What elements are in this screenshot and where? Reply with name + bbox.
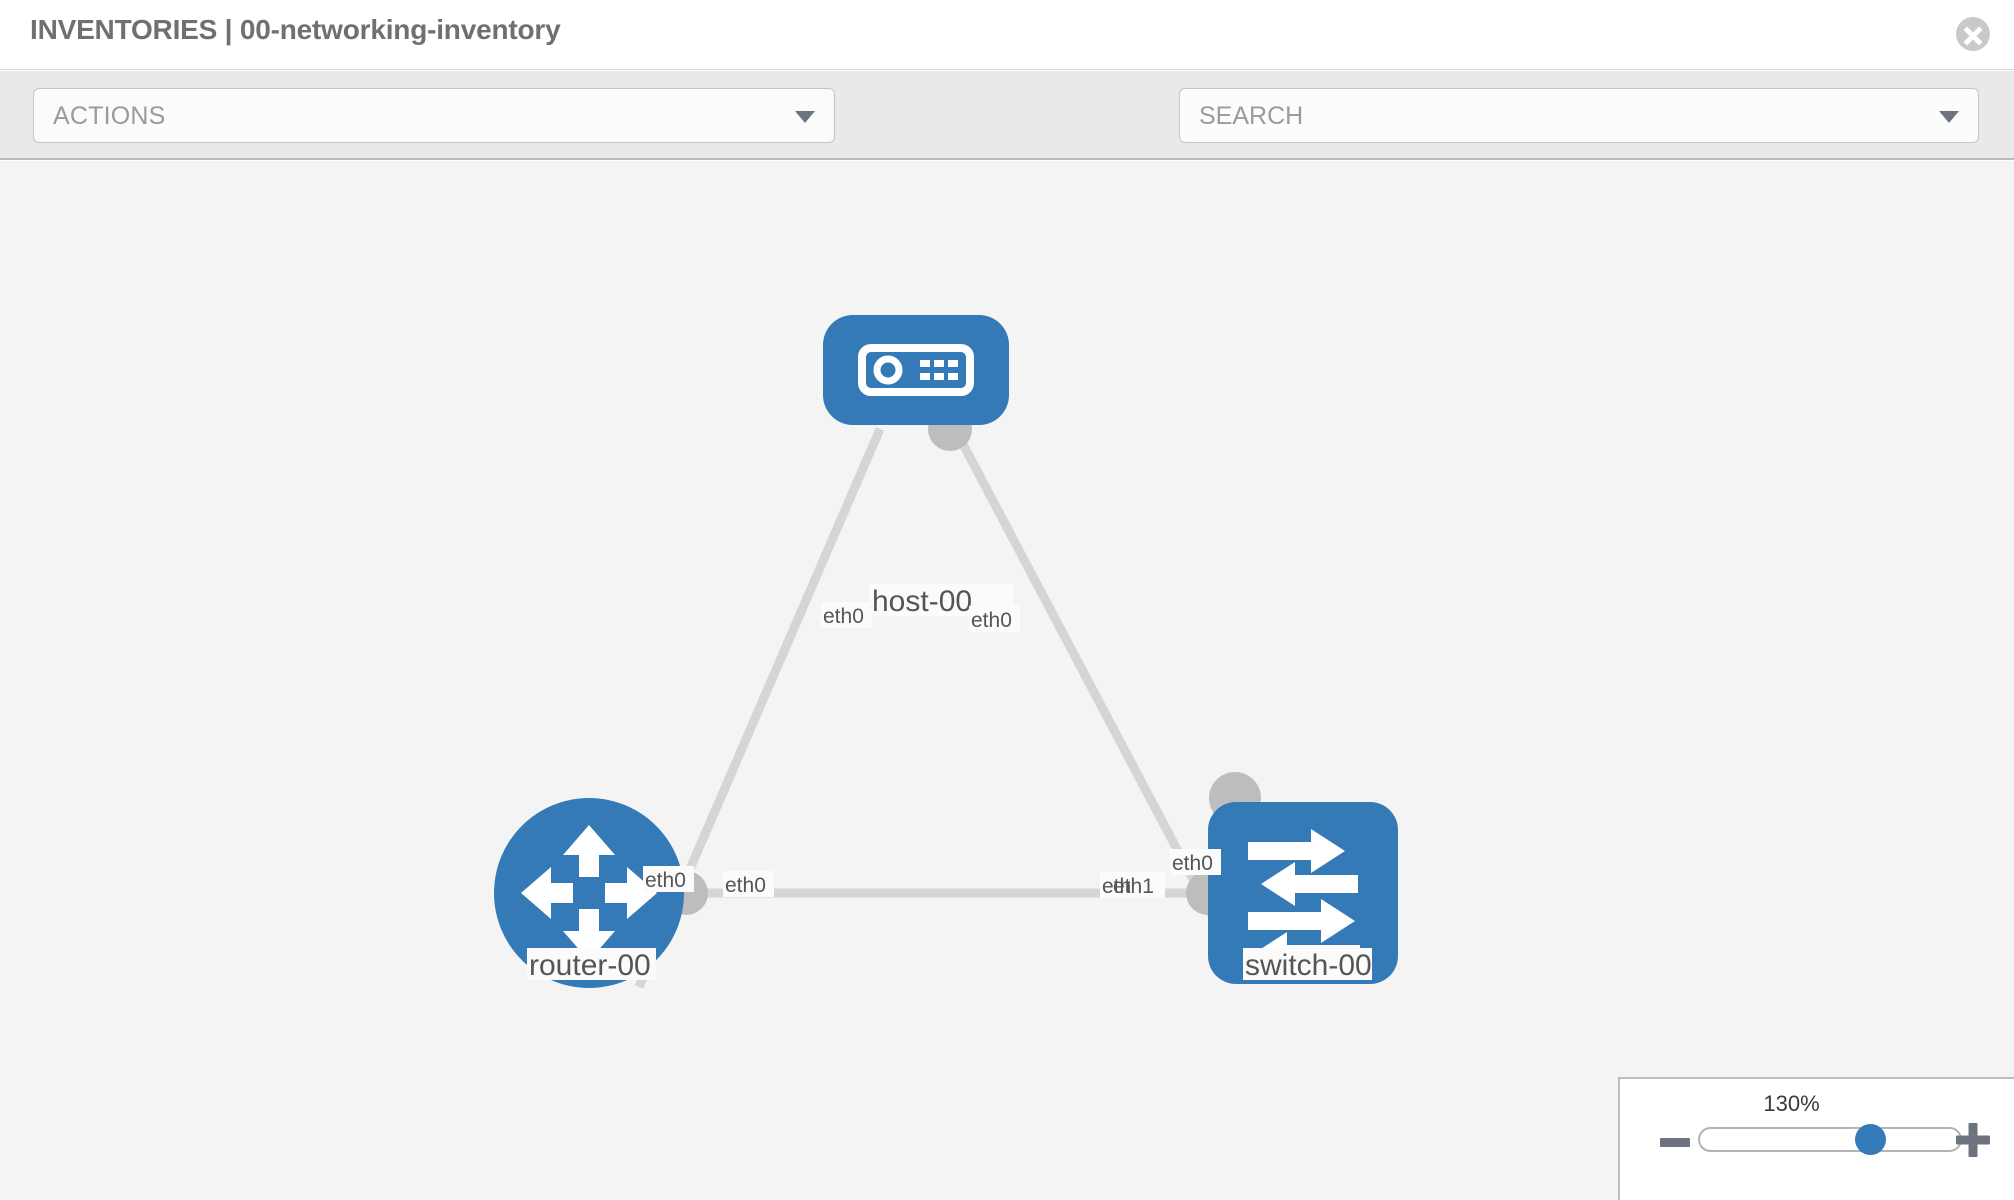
node-host-00[interactable]: host-00 [823, 315, 1013, 618]
toolbar: ACTIONS SEARCH [0, 71, 2014, 207]
zoom-slider-track[interactable] [1698, 1127, 1962, 1152]
topology-canvas[interactable]: host-00 router-00 [0, 161, 2014, 1200]
iface-label-switch-up: eth0 [1172, 852, 1213, 875]
interface-labels: eth0 eth0 eth0 eth0 eth0 eth eth1 [643, 602, 1221, 898]
iface-label-router-up: eth0 [645, 869, 686, 892]
topology-graph[interactable]: host-00 router-00 [0, 161, 2014, 1200]
page-title: INVENTORIES | 00-networking-inventory [30, 14, 561, 45]
close-icon[interactable] [1956, 17, 1990, 51]
zoom-control-panel: 130% [1618, 1077, 2014, 1200]
node-router-00[interactable]: router-00 [494, 798, 684, 988]
actions-dropdown-label: ACTIONS [53, 102, 166, 130]
plus-icon[interactable] [1956, 1123, 1990, 1162]
iface-label-host-left: eth0 [823, 605, 864, 628]
page-header: INVENTORIES | 00-networking-inventory [0, 0, 2014, 70]
node-label-switch-00: switch-00 [1245, 949, 1372, 982]
chevron-down-icon [795, 111, 815, 123]
search-input[interactable]: SEARCH [1179, 88, 1979, 143]
iface-label-switch-left-b: eth1 [1113, 875, 1154, 898]
iface-label-host-right: eth0 [971, 609, 1012, 632]
node-label-router-00: router-00 [529, 949, 651, 982]
search-placeholder: SEARCH [1199, 102, 1304, 130]
topology-links [634, 426, 1240, 989]
zoom-level-label: 130% [1763, 1091, 1820, 1116]
actions-dropdown[interactable]: ACTIONS [33, 88, 835, 143]
iface-label-switch-left-a: eth [1102, 875, 1131, 898]
router-arrows-icon [521, 825, 657, 961]
server-icon [858, 344, 974, 396]
chevron-down-icon [1939, 111, 1959, 123]
iface-label-router-right: eth0 [725, 874, 766, 897]
zoom-slider-thumb[interactable] [1855, 1124, 1886, 1155]
minus-icon[interactable] [1660, 1131, 1690, 1158]
node-switch-00[interactable]: switch-00 [1208, 802, 1398, 984]
node-label-host-00: host-00 [872, 585, 972, 618]
